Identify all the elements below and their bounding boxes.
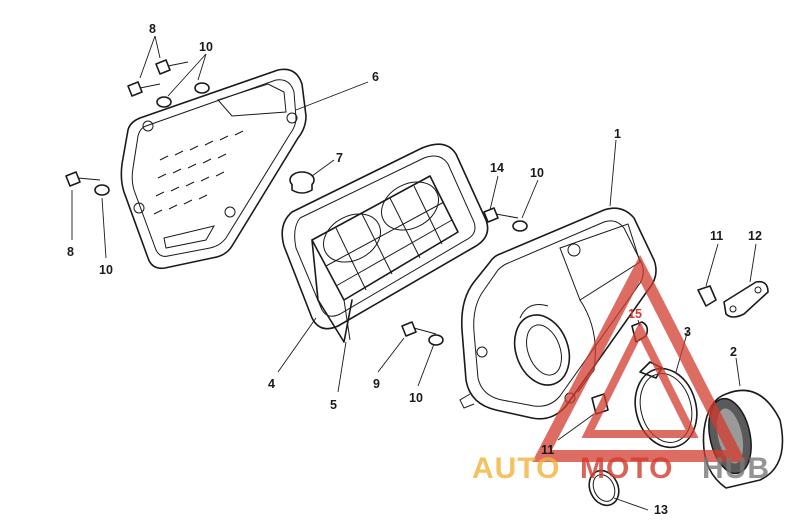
callout-7: 7 [336,151,343,165]
watermark-auto: AUTO [472,452,560,485]
part-clip-upper [697,285,717,307]
callout-15: 15 [628,307,642,321]
part-bracket-plate [723,280,769,318]
callout-11-lower: 11 [541,443,554,457]
callout-8-top: 8 [149,22,156,36]
callout-4: 4 [268,377,275,391]
callout-13: 13 [654,503,668,517]
callout-1: 1 [614,127,621,141]
watermark-logo [532,254,746,462]
callout-2: 2 [730,345,737,359]
part-airbox-housing [459,207,657,420]
callout-10-lower: 10 [409,391,423,405]
callout-9: 9 [373,377,380,391]
part-filter-cage [311,175,459,343]
callout-5: 5 [330,398,337,412]
callout-6: 6 [372,70,379,84]
part-filter-element [281,143,489,330]
watermark-moto: MOTO [580,452,673,485]
callout-3: 3 [684,325,691,339]
watermark-hub: HUB [702,452,770,485]
callout-10-left: 10 [99,263,113,277]
callout-10-top: 10 [199,40,213,54]
callout-12: 12 [748,229,762,243]
part-plug [289,171,315,194]
callout-10-right: 10 [530,166,544,180]
callout-labels: 8 10 6 7 8 10 1 14 10 11 12 15 3 2 4 5 9… [67,22,762,517]
part-cover-plate [120,68,307,270]
callout-11-upper: 11 [710,229,723,243]
part-small-clamp [588,469,620,507]
leader-lines [71,35,757,511]
callout-8-left: 8 [67,245,74,259]
watermark-text: AUTO MOTO HUB [472,452,770,485]
callout-14: 14 [490,161,504,175]
part-screws [65,59,528,346]
